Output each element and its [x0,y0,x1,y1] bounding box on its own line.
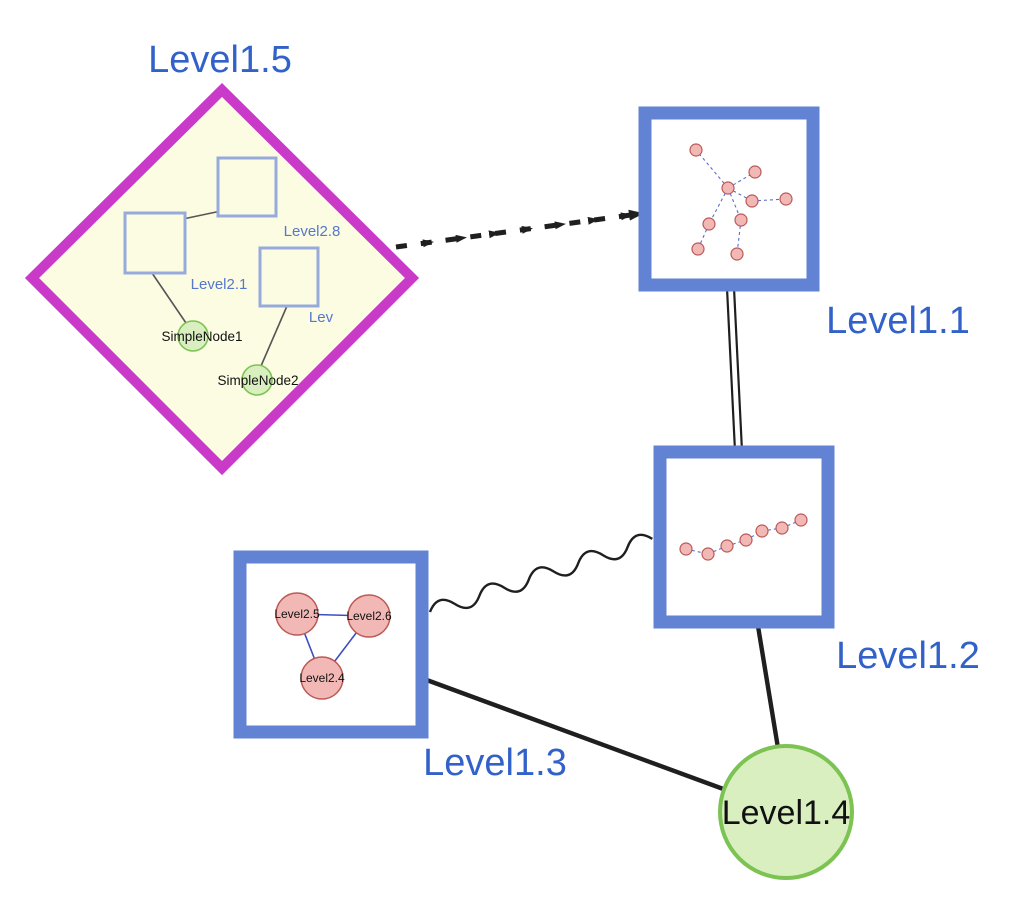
node-level1-2[interactable] [653,445,835,629]
edge-level1-1-to-level1-2-line-a[interactable] [725,287,737,452]
node-level2-1[interactable] [123,211,187,275]
node-level1-4[interactable] [718,744,854,880]
node-level1-3[interactable] [233,550,429,739]
node-level1-5-group: Level2.8 Level2.1 Lev SimpleNode1 Simple… [24,82,420,476]
node-level2-lev[interactable] [258,246,320,308]
edge-level1-3-to-level1-4[interactable] [421,676,729,793]
node-level1-3-group: Level2.5 Level2.6 Level2.4 [233,550,429,739]
node-level2-5[interactable] [275,592,319,636]
node-label-level1-5: Level1.5 [148,39,292,81]
mini-node[interactable] [679,542,693,556]
edge-level2-8-to-level2-1[interactable] [182,210,222,220]
top-level-edges [395,209,781,793]
edge-level2-1-to-simplenode1[interactable] [151,272,187,324]
node-label-level2-4: Level2.4 [299,671,345,685]
top-level-labels: Level1.5 Level1.1 Level1.2 Level1.3 [148,39,980,784]
edge-level1-5-to-level1-1[interactable] [395,209,644,250]
node-simplenode1[interactable] [177,320,209,352]
node-label-level2-lev: Lev [309,309,334,326]
node-level2-6[interactable] [347,594,391,638]
mini-node[interactable] [689,143,703,157]
node-label-simplenode2: SimpleNode2 [217,373,298,388]
mini-node[interactable] [691,242,705,256]
mini-node[interactable] [779,192,793,206]
level1-2-mini-nodes [679,513,808,561]
node-label-level2-1: Level2.1 [191,276,248,293]
edge-level1-1-to-level1-2-line-b[interactable] [732,287,744,452]
level1-1-mini-nodes [689,143,793,261]
node-label-level2-6: Level2.6 [346,609,392,623]
node-label-level2-5: Level2.5 [274,607,320,621]
node-label-level1-1: Level1.1 [826,300,970,342]
node-label-simplenode1: SimpleNode1 [161,329,242,344]
mini-edge[interactable] [708,187,729,225]
node-level1-2-group [653,445,835,629]
edge-level1-2-to-level1-3[interactable] [428,531,655,619]
node-label-level1-3: Level1.3 [423,742,567,784]
mini-node[interactable] [734,213,748,227]
node-level1-1-group [638,106,820,292]
node-label-level1-2: Level1.2 [836,635,980,677]
node-level2-8[interactable] [216,156,278,218]
mini-node[interactable] [720,539,734,553]
mini-node[interactable] [739,533,753,547]
edge-level1-2-to-level1-4[interactable] [754,617,781,751]
node-level2-4[interactable] [300,656,344,700]
edge-lev-to-simplenode2[interactable] [260,305,288,367]
mini-node[interactable] [755,524,769,538]
mini-edge[interactable] [695,149,729,189]
mini-node[interactable] [730,247,744,261]
node-level1-5-diamond[interactable] [24,82,420,476]
mini-node[interactable] [701,547,715,561]
node-level1-4-group: Level1.4 [718,744,854,880]
mini-node[interactable] [721,181,735,195]
mini-node[interactable] [775,521,789,535]
mini-node[interactable] [745,194,759,208]
node-label-level1-4: Level1.4 [722,794,851,832]
mini-node[interactable] [748,165,762,179]
mini-edge[interactable] [727,187,753,202]
node-simplenode2[interactable] [241,364,273,396]
mini-edge[interactable] [697,223,710,250]
mini-node[interactable] [794,513,808,527]
mini-node[interactable] [702,217,716,231]
node-label-level2-8: Level2.8 [284,223,341,240]
